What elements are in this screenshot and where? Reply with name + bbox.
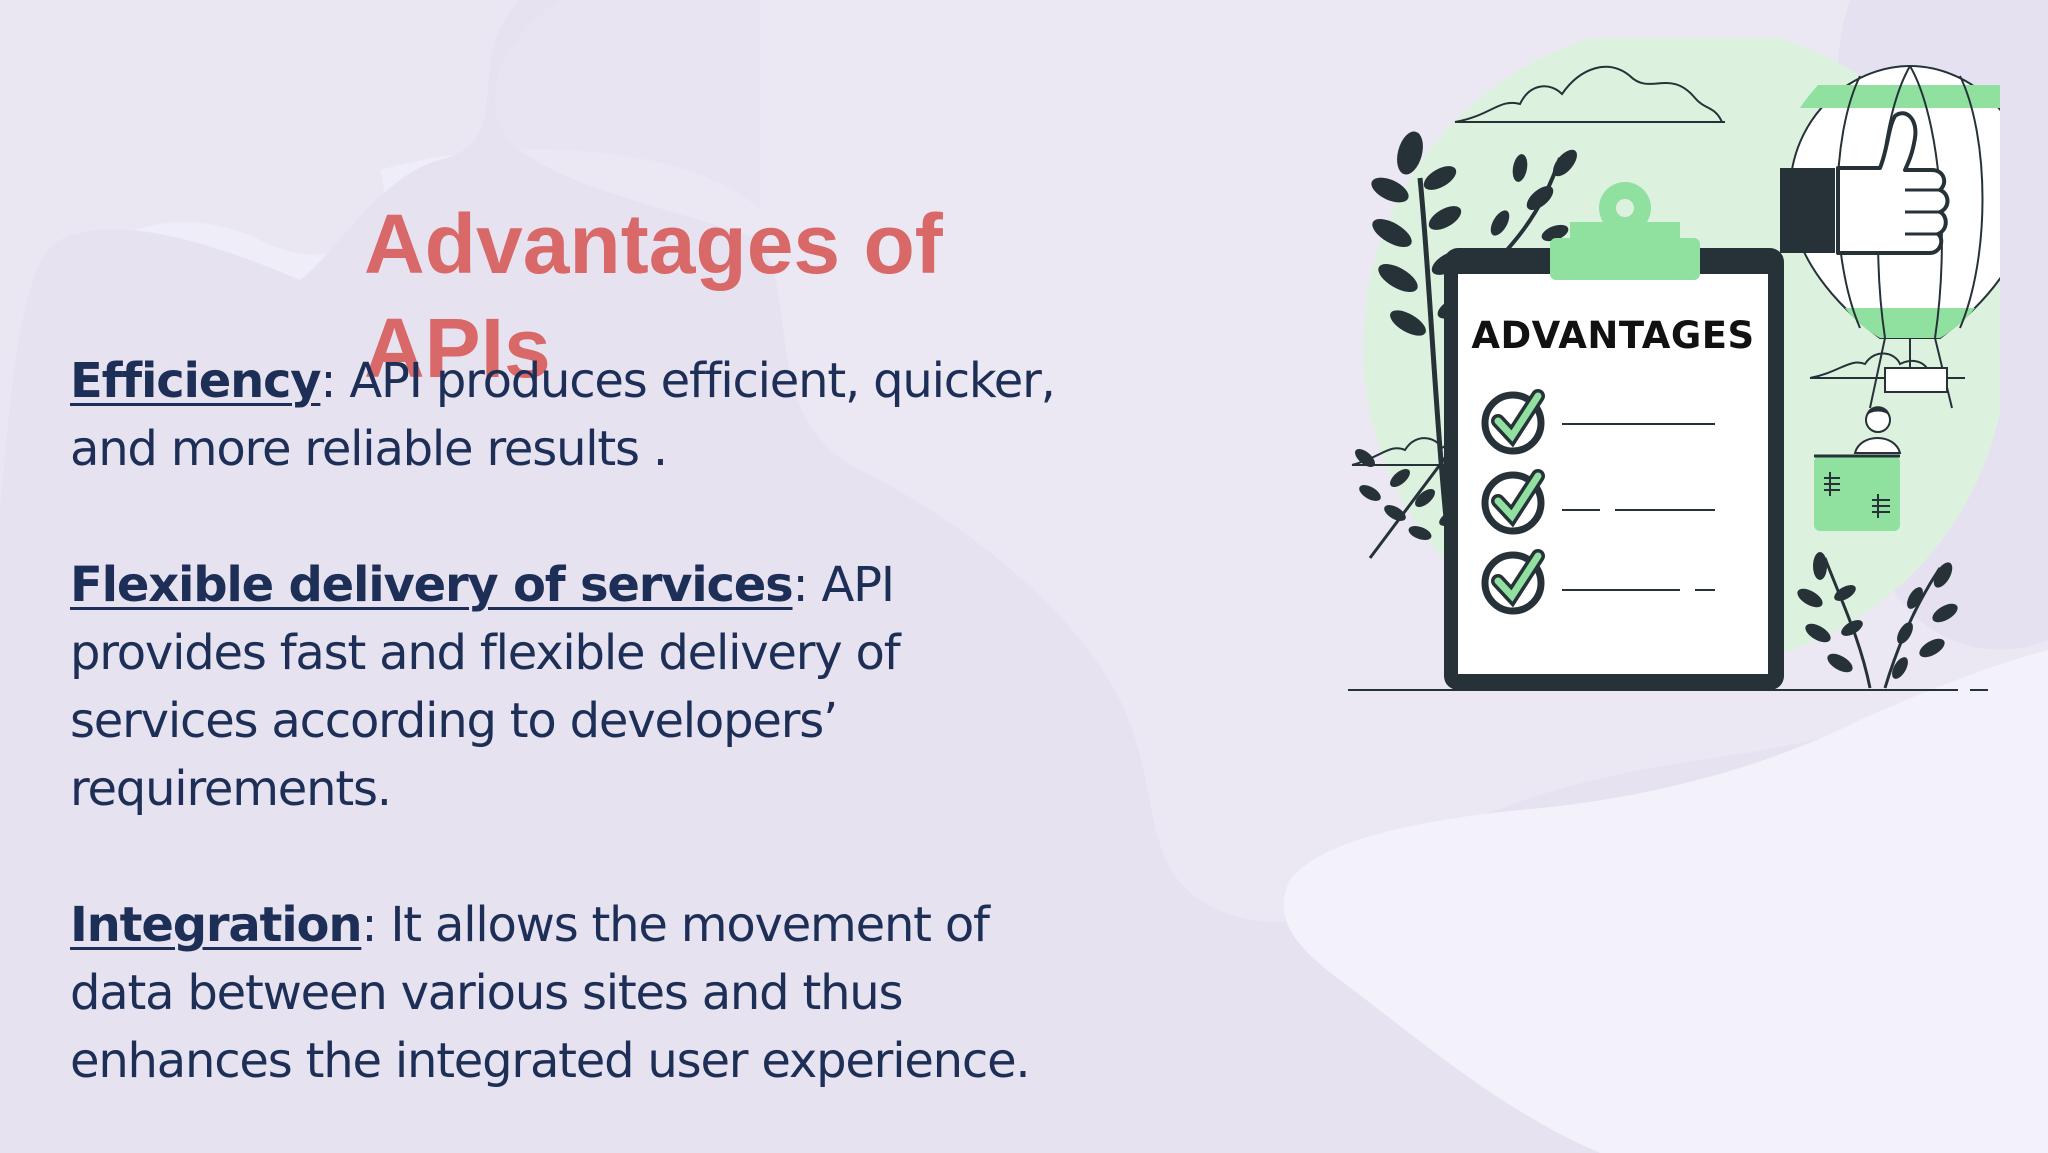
advantage-description: API provides fast and flexible delivery … [70, 557, 901, 817]
cloud-icon [1454, 66, 1725, 123]
clipboard-icon: ADVANTAGES [1444, 182, 1784, 690]
thumbs-up-icon [1780, 111, 1950, 255]
advantages-illustration: ADVANTAGES [1348, 38, 2000, 691]
advantage-description: API produces efficient, quicker, and mor… [70, 353, 1056, 477]
advantage-separator: : [361, 897, 391, 953]
clipboard-heading: ADVANTAGES [1471, 314, 1754, 357]
plant-icon [1478, 149, 1577, 280]
advantage-integration: Integration: It allows the movement of d… [70, 891, 1070, 1095]
advantage-efficiency: Efficiency: API produces efficient, quic… [70, 347, 1070, 483]
advantage-term: Integration [70, 897, 363, 953]
hot-air-balloon-icon [1780, 64, 2000, 531]
advantages-list: Efficiency: API produces efficient, quic… [70, 347, 1070, 1153]
advantage-description: It allows the movement of data between v… [70, 897, 1031, 1089]
checkmark-icon [1481, 549, 1545, 615]
slide-title: Advantages of APIs [364, 197, 943, 395]
advantage-separator: : [320, 353, 350, 409]
plant-icon [1797, 552, 1958, 689]
advantage-separator: : [792, 557, 822, 613]
advantage-flexible-delivery: Flexible delivery of services: API provi… [70, 551, 1070, 823]
advantage-term: Efficiency [70, 353, 322, 409]
person-icon [1853, 406, 1902, 454]
checkmark-icon [1481, 389, 1545, 455]
checkmark-icon [1481, 469, 1545, 535]
advantage-term: Flexible delivery of services [70, 557, 794, 613]
